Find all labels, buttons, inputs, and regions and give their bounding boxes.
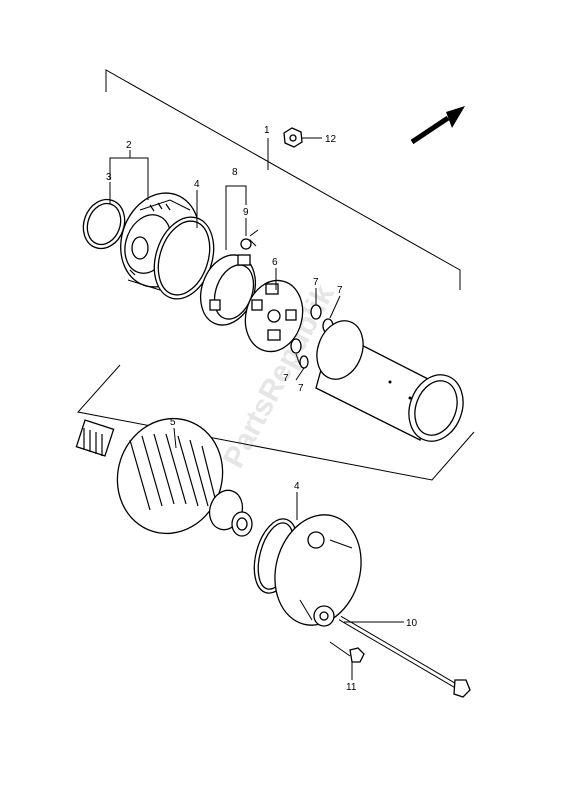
upper-assembly-bracket	[105, 69, 461, 290]
part-9-terminal-bolt	[240, 229, 259, 250]
callout-11: 11	[346, 682, 357, 693]
arrow-up-right-icon	[410, 106, 465, 145]
callout-12: 12	[325, 134, 337, 145]
callout-7-c: 7	[283, 373, 289, 384]
callout-6: 6	[272, 257, 278, 268]
callout-1: 1	[264, 125, 270, 136]
leader-lines	[109, 150, 404, 680]
part-12-nut	[283, 127, 322, 148]
lower-assembly-bracket	[77, 364, 475, 481]
callout-7-b: 7	[337, 285, 343, 296]
callout-4-upper: 4	[194, 179, 200, 190]
callout-7-a: 7	[313, 277, 319, 288]
callout-9: 9	[243, 207, 249, 218]
callout-7-d: 7	[298, 383, 304, 394]
callout-3: 3	[106, 172, 112, 183]
part-1-yoke	[315, 320, 464, 442]
part-10-long-bolt	[338, 615, 471, 698]
part-11-bolt	[329, 641, 365, 663]
callout-10: 10	[406, 618, 418, 629]
callout-4-lower: 4	[294, 481, 300, 492]
callout-8: 8	[232, 167, 238, 178]
callout-5: 5	[170, 417, 176, 428]
part-6-brush-plate	[244, 279, 304, 353]
part-3-o-ring	[82, 198, 126, 250]
callout-labels: 1 12 2 3 4 8 9 6 7 7 7 7 5 4 10 11	[106, 125, 418, 693]
part-8-brush-holder	[199, 239, 257, 326]
part-5-armature	[75, 417, 253, 537]
rear-housing	[274, 514, 362, 627]
callout-2: 2	[126, 140, 132, 151]
